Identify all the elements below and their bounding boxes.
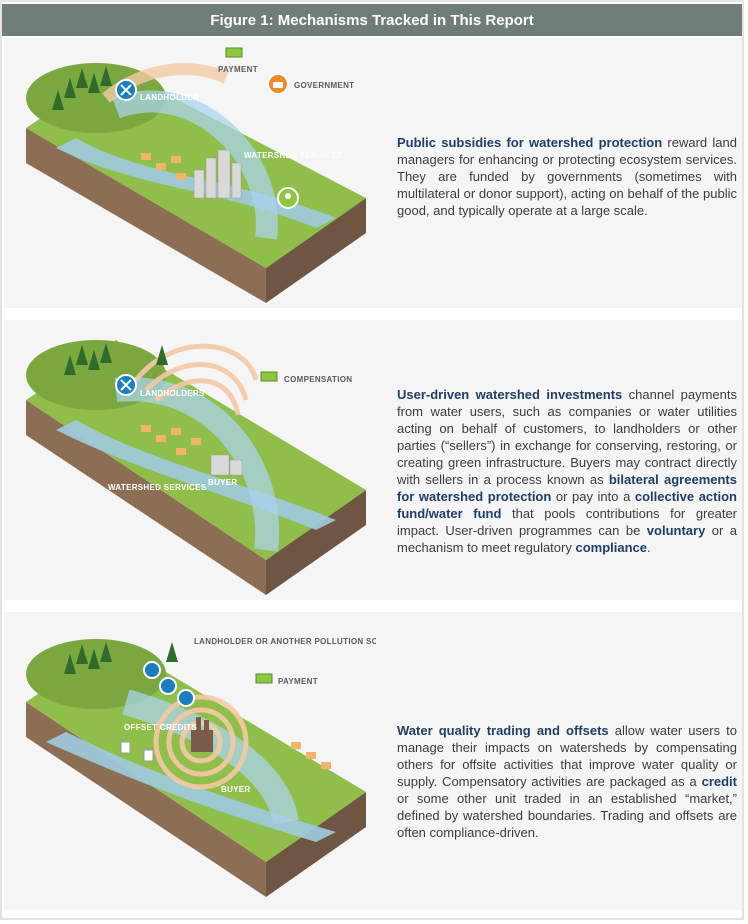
- panel-water-quality-trading: LANDHOLDER OR ANOTHER POLLUTION SOURCE P…: [4, 612, 742, 910]
- landholder-tools-icon-2: [159, 677, 177, 695]
- description-user-driven: User-driven watershed investments channe…: [397, 386, 737, 556]
- term-credit: credit: [701, 774, 737, 789]
- figure-title: Figure 1: Mechanisms Tracked in This Rep…: [2, 4, 742, 36]
- offset-credit-doc-icon-2: [143, 749, 154, 762]
- label-landholders: LANDHOLDERS: [140, 389, 205, 398]
- term-compliance: compliance: [575, 540, 647, 555]
- label-buyer: BUYER: [208, 478, 238, 487]
- label-government: GOVERNMENT: [294, 81, 354, 90]
- text-wqt-1: allow water users to manage their impact…: [397, 723, 737, 789]
- description-water-quality-trading: Water quality trading and offsets allow …: [397, 722, 737, 841]
- description-public-subsidies: Public subsidies for watershed protectio…: [397, 134, 737, 219]
- panel-user-driven: COMPENSATION LANDHOLDERS WATERSHED SERVI…: [4, 320, 742, 600]
- term-user-driven: User-driven watershed investments: [397, 387, 623, 402]
- label-landholder: LANDHOLDER: [140, 93, 199, 102]
- landholder-tools-icon-1: [143, 661, 161, 679]
- label-buyer-2: BUYER: [221, 785, 251, 794]
- label-compensation: COMPENSATION: [284, 375, 352, 384]
- text-user-driven-1: channel payments from water users, such …: [397, 387, 738, 487]
- label-offset-credits: OFFSET CREDITS: [124, 723, 197, 732]
- label-watershed-services: WATERSHED SERVICES: [244, 151, 343, 160]
- payment-money-icon: [225, 47, 243, 58]
- term-bilateral: bilateral agreements for watershed prote…: [397, 472, 737, 504]
- text-wqt-2: or some other unit traded in an establis…: [397, 791, 737, 840]
- illustration-user-driven: COMPENSATION LANDHOLDERS WATERSHED SERVI…: [26, 340, 366, 595]
- text-user-driven-5: .: [647, 540, 651, 555]
- illustration-water-quality-trading: LANDHOLDER OR ANOTHER POLLUTION SOURCE P…: [26, 637, 376, 897]
- panel-public-subsidies: PAYMENT GOVERNMENT LANDHOLDER WATERSHED …: [4, 38, 742, 308]
- label-payment: PAYMENT: [218, 65, 258, 74]
- text-public-subsidies: reward land managers for enhancing or pr…: [397, 135, 737, 218]
- text-user-driven-3: that pools contributions for greater imp…: [397, 506, 738, 538]
- text-user-driven-4: or a mechanism to meet regulatory: [397, 523, 738, 555]
- label-landholder-source: LANDHOLDER OR ANOTHER POLLUTION SOURCE: [194, 637, 376, 646]
- label-watershed-services-2: WATERSHED SERVICES: [108, 483, 207, 492]
- term-collective-fund: collective action fund/water fund: [397, 489, 737, 521]
- label-payment-2: PAYMENT: [278, 677, 318, 686]
- compensation-money-icon: [260, 371, 278, 382]
- payment-money-icon-2: [255, 673, 273, 684]
- illustration-public-subsidies: PAYMENT GOVERNMENT LANDHOLDER WATERSHED …: [26, 47, 366, 303]
- term-water-quality-trading: Water quality trading and offsets: [397, 723, 609, 738]
- label-landholder-source-text: LANDHOLDER OR ANOTHER POLLUTION SOURCE: [194, 637, 376, 646]
- term-voluntary: voluntary: [646, 523, 706, 538]
- term-public-subsidies: Public subsidies for watershed protectio…: [397, 135, 663, 150]
- landholder-tools-icon-3: [177, 689, 195, 707]
- offset-credit-doc-icon: [120, 741, 131, 754]
- text-user-driven-2: or pay into a: [551, 489, 635, 504]
